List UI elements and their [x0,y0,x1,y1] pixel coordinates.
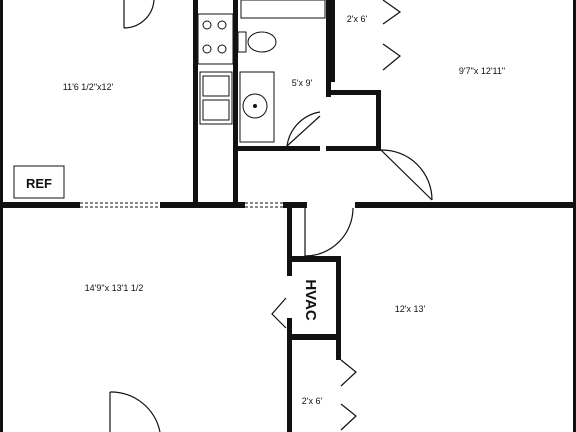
top-closet-bifold-2 [382,43,401,71]
bottom-closet-bifold-2 [340,403,357,431]
bath-bottom-wall [238,146,320,151]
middle-wall-center [160,202,245,208]
kitchen-sink-bowl-1 [202,75,230,97]
stove-burner-1 [202,20,212,30]
refrigerator [13,165,65,199]
ref-label: REF [26,176,52,191]
bottom-left-door-swing [109,391,161,432]
middle-wall-left [0,202,80,208]
stove-burner-3 [202,44,212,54]
kitchen-fixtures [197,13,234,125]
toilet-bowl [247,31,277,53]
closet-top-dimensions: 2'x 6' [347,14,368,24]
living-bottom-left-dimensions: 14'9"x 13'1 1/2 [85,283,144,293]
closet-left-wall [330,0,335,82]
openings [80,202,283,208]
bedroom-top-door-leaf [380,149,433,201]
left-exterior-wall [0,0,3,432]
living-top-left-dimensions: 11'6 1/2"x12' [63,82,114,92]
closet-bottom-dimensions: 2'x 6' [302,396,323,406]
kitchen-sink [199,71,233,125]
bath-door-leaf [286,115,321,147]
bifold-doors [271,0,402,431]
bedroom-top-right-dimensions: 9'7"x 12'11" [459,66,505,76]
hall-door-swing [304,207,354,257]
hvac-right-wall [336,256,341,340]
hall-top-wall [326,146,381,151]
bath-vanity [239,71,275,143]
bath-sink [242,93,268,119]
kitchen-wall-left [193,0,198,202]
bath-dimensions: 5'x 9' [292,78,313,88]
bottom-closet-bifold-1 [340,359,357,387]
right-exterior-wall [573,0,576,432]
bath-sink-drain [253,104,257,108]
hall-left-wall-upper [287,202,292,266]
closet-bottom-right-wall-top [336,340,341,360]
top-left-door-swing [123,0,155,29]
hvac-bifold [271,297,287,329]
bath-door-swing [286,111,321,147]
closet-right-wall [376,90,381,150]
bathtub [240,0,326,19]
kitchen-sink-bowl-2 [202,99,230,121]
stove-burner-2 [217,20,227,30]
closet-bottom-wall [326,90,381,95]
stove-burner-4 [217,44,227,54]
stove [197,13,234,65]
middle-wall-right [355,202,576,208]
hvac-label: HVAC [302,279,319,321]
hvac-left-wall-top [287,256,292,276]
hall-left-wall-lower [287,340,292,432]
hvac-top-wall [287,256,341,262]
bath-fixtures [237,0,326,143]
hvac-bottom-wall [287,334,341,340]
middle-wall-hall [283,202,307,208]
kitchen-wall-right [233,0,238,208]
hvac-left-wall-bottom [287,318,292,340]
bedroom-top-door-swing [380,149,433,201]
toilet-tank [237,31,247,53]
top-closet-bifold-1 [382,0,402,25]
bedroom-bottom-right-dimensions: 12'x 13' [395,304,426,314]
doors [109,0,433,432]
bath-right-wall [326,0,331,97]
